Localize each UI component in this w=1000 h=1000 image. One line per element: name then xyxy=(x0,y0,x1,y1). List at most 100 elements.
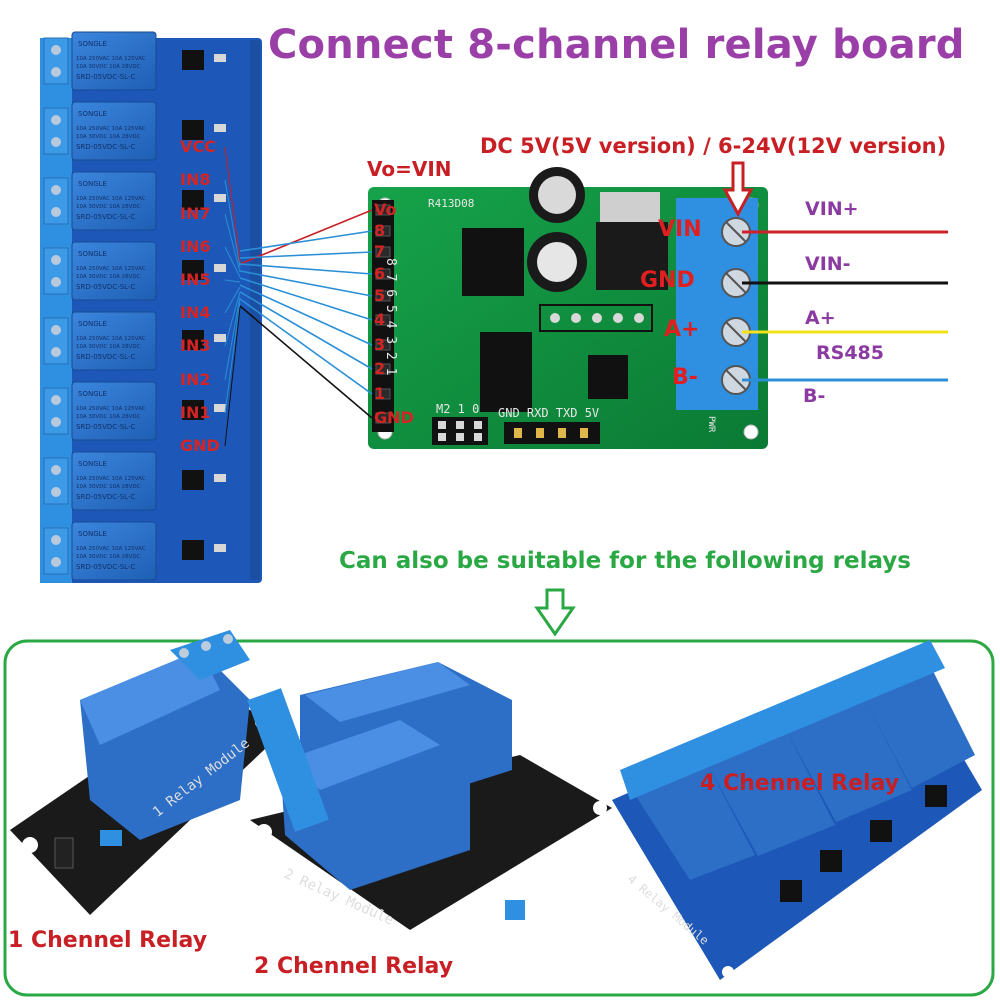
svg-text:SONGLE: SONGLE xyxy=(78,110,107,118)
svg-text:10A 30VDC 10A 28VDC: 10A 30VDC 10A 28VDC xyxy=(76,554,141,560)
svg-text:10A 30VDC 10A 28VDC: 10A 30VDC 10A 28VDC xyxy=(76,204,141,210)
wire-7 xyxy=(239,251,373,259)
relay-board-pin-in2: IN2 xyxy=(180,370,211,389)
header-pin-4: 4 xyxy=(374,310,386,329)
header-pin-vo: Vo xyxy=(374,200,397,219)
eight-channel-relay-board: SONGLE 10A 250VAC 10A 125VAC 10A 30VDC 10A… xyxy=(40,31,262,583)
svg-text:SRD-05VDC-SL-C: SRD-05VDC-SL-C xyxy=(76,143,135,151)
four-channel-relay-module xyxy=(612,640,982,980)
svg-text:10A 30VDC 10A 28VDC: 10A 30VDC 10A 28VDC xyxy=(76,344,141,350)
svg-text:SRD-05VDC-SL-C: SRD-05VDC-SL-C xyxy=(76,353,135,361)
controller-mode-silk: M2 1 0 xyxy=(436,402,480,416)
relay-board-pin-vcc: VCC xyxy=(180,137,216,156)
relay-8: SONGLE 10A 250VAC 10A 125VAC 10A 30VDC 10A… xyxy=(43,521,226,581)
wire-4 xyxy=(239,277,373,321)
wire-8 xyxy=(239,230,373,252)
terminal-label-1: VIN xyxy=(658,217,702,242)
header-pin-gnd: GND xyxy=(374,408,414,427)
one-channel-relay-module xyxy=(10,630,285,915)
power-note: DC 5V(5V version) / 6-24V(12V version) xyxy=(480,134,947,158)
terminal-label-2: GND xyxy=(640,268,695,293)
controller-board xyxy=(368,167,768,449)
wire-5 xyxy=(239,270,373,297)
regulator xyxy=(596,222,668,290)
header-pin-7: 7 xyxy=(374,242,386,261)
header-pin-3: 3 xyxy=(374,335,386,354)
relay-board-pin-gnd: GND xyxy=(180,436,220,455)
wire-6 xyxy=(239,263,373,275)
svg-text:SONGLE: SONGLE xyxy=(78,460,107,468)
uart-header xyxy=(504,422,600,444)
svg-text:10A 250VAC 10A 125VAC: 10A 250VAC 10A 125VAC xyxy=(76,336,146,342)
header-pin-6: 6 xyxy=(374,264,386,283)
relay-board-pin-in4: IN4 xyxy=(180,303,211,322)
svg-text:SONGLE: SONGLE xyxy=(78,320,107,328)
svg-text:10A 250VAC 10A 125VAC: 10A 250VAC 10A 125VAC xyxy=(76,196,146,202)
svg-text:SRD-05VDC-SL-C: SRD-05VDC-SL-C xyxy=(76,73,135,81)
relay-board-pin-in8: IN8 xyxy=(180,170,211,189)
ribbon-wires xyxy=(224,146,373,447)
svg-text:SONGLE: SONGLE xyxy=(78,250,107,258)
power-rs485-wires xyxy=(742,230,948,382)
ic-chip-2 xyxy=(480,332,532,412)
svg-text:10A 250VAC 10A 125VAC: 10A 250VAC 10A 125VAC xyxy=(76,406,146,412)
controller-row-silk: 8 7 6 5 4 3 2 1 xyxy=(383,258,398,376)
svg-text:10A 250VAC 10A 125VAC: 10A 250VAC 10A 125VAC xyxy=(76,546,146,552)
svg-text:10A 250VAC 10A 125VAC: 10A 250VAC 10A 125VAC xyxy=(76,126,146,132)
svg-text:10A 250VAC 10A 125VAC: 10A 250VAC 10A 125VAC xyxy=(76,476,146,482)
relay-1: SONGLE 10A 250VAC 10A 125VAC 10A 30VDC 10A… xyxy=(43,31,226,91)
wire-1 xyxy=(239,298,373,395)
relay-board-pin-in6: IN6 xyxy=(180,237,211,256)
caption-two-channel: 2 Chennel Relay xyxy=(254,954,454,979)
relay-board-pin-in7: IN7 xyxy=(180,204,211,223)
page-title: Connect 8-channel relay board xyxy=(268,22,965,68)
wire-3 xyxy=(239,284,373,346)
svg-text:SONGLE: SONGLE xyxy=(78,390,107,398)
header-pin-8: 8 xyxy=(374,221,386,240)
svg-text:SRD-05VDC-SL-C: SRD-05VDC-SL-C xyxy=(76,493,135,501)
regulator-tab xyxy=(600,192,660,222)
two-channel-relay-module xyxy=(247,662,612,930)
relay-5: SONGLE 10A 250VAC 10A 125VAC 10A 30VDC 10A… xyxy=(43,311,226,371)
caption-four-channel: 4 Chennel Relay xyxy=(700,771,900,796)
controller-model-silk: R413D08 xyxy=(428,197,475,210)
wire-gnd xyxy=(239,305,373,419)
power-arrow-icon xyxy=(722,161,754,218)
relay-board-pin-in1: IN1 xyxy=(180,403,211,422)
controller-pwr-silk: PWR xyxy=(706,416,716,433)
wire-vo xyxy=(239,209,373,265)
relay-board-pin-in5: IN5 xyxy=(180,270,211,289)
controller-uart-silk: GND RXD TXD 5V xyxy=(498,406,600,420)
wire-2 xyxy=(239,291,373,370)
rs485-label: RS485 xyxy=(816,342,884,364)
signal-label-3: A+ xyxy=(805,307,836,329)
relay-board-pin-in3: IN3 xyxy=(180,336,211,355)
terminal-label-3: A+ xyxy=(664,317,700,342)
examples-frame xyxy=(3,639,995,997)
suitable-note: Can also be suitable for the following r… xyxy=(339,548,911,574)
terminal-label-4: B- xyxy=(672,365,698,390)
svg-text:SONGLE: SONGLE xyxy=(78,40,107,48)
svg-text:SRD-05VDC-SL-C: SRD-05VDC-SL-C xyxy=(76,213,135,221)
signal-label-1: VIN+ xyxy=(805,198,859,220)
header-pin-5: 5 xyxy=(374,286,386,305)
signal-label-4: B- xyxy=(803,385,826,407)
ic-chip-3 xyxy=(588,355,628,399)
svg-text:10A 30VDC 10A 28VDC: 10A 30VDC 10A 28VDC xyxy=(76,64,141,70)
vo-note: Vo=VIN xyxy=(367,157,452,181)
header-pin-1: 1 xyxy=(374,384,386,403)
down-arrow-icon xyxy=(534,588,576,637)
svg-text:10A 250VAC 10A 125VAC: 10A 250VAC 10A 125VAC xyxy=(76,56,146,62)
header-pin-2: 2 xyxy=(374,359,386,378)
svg-text:10A 30VDC 10A 28VDC: 10A 30VDC 10A 28VDC xyxy=(76,274,141,280)
svg-text:SRD-05VDC-SL-C: SRD-05VDC-SL-C xyxy=(76,563,135,571)
ic-chip-1 xyxy=(462,228,524,296)
svg-text:SRD-05VDC-SL-C: SRD-05VDC-SL-C xyxy=(76,283,135,291)
svg-text:SONGLE: SONGLE xyxy=(78,530,107,538)
